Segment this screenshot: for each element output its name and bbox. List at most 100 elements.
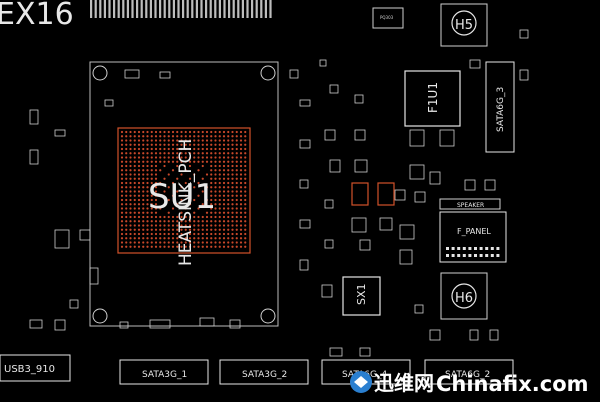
bga-pad xyxy=(137,139,141,142)
bga-pad xyxy=(193,198,196,202)
bga-pad xyxy=(129,245,132,248)
bga-pad xyxy=(244,198,247,202)
bga-pad xyxy=(120,160,124,163)
bga-pad xyxy=(227,237,230,240)
bga-pad xyxy=(184,224,187,227)
bga-pad xyxy=(146,164,149,168)
bga-pad xyxy=(180,139,183,142)
bga-pad xyxy=(163,130,166,134)
sata6g-3-connector xyxy=(485,61,515,153)
bga-pad xyxy=(201,143,204,146)
bga-pad xyxy=(235,156,238,159)
bga-pad xyxy=(210,186,213,189)
bga-pad xyxy=(180,198,183,202)
bga-pad xyxy=(154,207,158,210)
bga-pad xyxy=(133,194,136,197)
bga-pad xyxy=(129,139,132,142)
bga-pad xyxy=(222,220,226,223)
bga-pad xyxy=(193,220,196,223)
smd-part xyxy=(199,317,215,327)
bga-pad xyxy=(176,215,179,219)
slot-pin xyxy=(228,0,231,18)
bga-pad xyxy=(188,220,192,223)
bga-pad xyxy=(142,135,145,138)
bga-pad xyxy=(120,143,124,146)
bga-pad xyxy=(227,232,230,236)
bga-pad xyxy=(227,139,230,142)
bga-pad xyxy=(176,135,179,138)
usb-label: USB3_910 xyxy=(4,364,55,375)
bga-pad xyxy=(129,135,132,138)
bga-pad xyxy=(133,232,136,236)
bga-pad xyxy=(159,156,162,159)
bga-pad xyxy=(193,152,196,155)
bga-pad xyxy=(235,160,238,163)
bga-pad xyxy=(222,169,226,172)
bga-pad xyxy=(188,228,192,231)
bga-pad xyxy=(167,135,170,138)
bga-pad xyxy=(129,181,132,185)
bga-pad xyxy=(197,220,200,223)
bga-pad xyxy=(201,135,204,138)
fpanel-pin xyxy=(479,247,483,250)
bga-pad xyxy=(222,207,226,210)
bga-pad xyxy=(125,232,128,236)
bga-pad xyxy=(146,203,149,206)
bga-pad xyxy=(244,237,247,240)
bga-pad xyxy=(244,228,247,231)
bga-pad xyxy=(146,135,149,138)
bga-pad xyxy=(133,198,136,202)
bga-pad xyxy=(197,147,200,151)
slot-pin xyxy=(136,0,139,18)
watermark-site: Chinafix.com xyxy=(436,372,589,396)
bga-pad xyxy=(214,147,217,151)
h5-outline xyxy=(440,3,488,47)
bga-pad xyxy=(125,194,128,197)
bga-pad xyxy=(244,224,247,227)
bga-pad xyxy=(205,198,209,202)
bga-pad xyxy=(154,232,158,236)
bga-pad xyxy=(218,194,221,197)
bga-pad xyxy=(210,160,213,163)
bga-pad xyxy=(129,237,132,240)
bga-pad xyxy=(222,232,226,236)
bga-pad xyxy=(133,130,136,134)
slot-pin xyxy=(113,0,116,18)
smd-part xyxy=(79,229,91,241)
fpanel-pin xyxy=(446,247,449,250)
bga-pad xyxy=(150,135,153,138)
bga-pad xyxy=(133,169,136,172)
bga-pad xyxy=(214,215,217,219)
bga-pad xyxy=(142,147,145,151)
bga-pad xyxy=(120,177,124,180)
smd-part xyxy=(351,217,367,233)
bga-pad xyxy=(159,224,162,227)
bga-pad xyxy=(214,169,217,172)
bga-pad xyxy=(171,135,175,138)
smd-part xyxy=(54,229,70,249)
bga-pad xyxy=(227,220,230,223)
slot-pin xyxy=(117,0,120,18)
bga-pad xyxy=(227,143,230,146)
bga-pad xyxy=(154,203,158,206)
bga-pad xyxy=(218,207,221,210)
slot-pin xyxy=(246,0,249,18)
fuse-label: F1U1 xyxy=(426,82,440,113)
bga-pad xyxy=(142,160,145,163)
bga-pad xyxy=(159,228,162,231)
bga-pad xyxy=(235,211,238,214)
bga-pad xyxy=(137,237,141,240)
bga-pad xyxy=(235,139,238,142)
bga-pad xyxy=(218,241,221,244)
bga-pad xyxy=(167,245,170,248)
bga-pad xyxy=(227,198,230,202)
bga-pad xyxy=(222,237,226,240)
bga-pad xyxy=(176,245,179,248)
bga-pad xyxy=(129,198,132,202)
bga-pad xyxy=(227,190,230,193)
bga-pad xyxy=(184,135,187,138)
bga-pad xyxy=(214,177,217,180)
sata3g-2-label: SATA3G_2 xyxy=(242,370,287,380)
bga-pad xyxy=(176,228,179,231)
smd-part xyxy=(299,259,309,271)
